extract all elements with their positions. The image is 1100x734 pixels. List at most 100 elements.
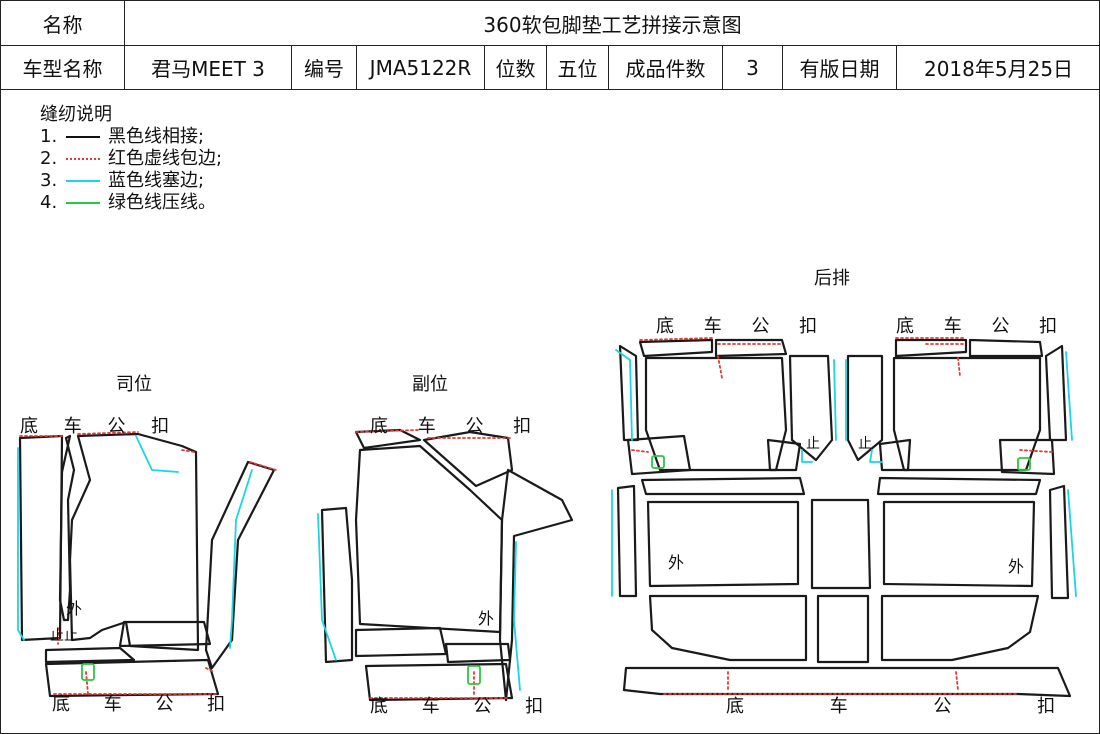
- passenger-green-press: [467, 665, 481, 685]
- rear-cyan-right-lower: [1067, 489, 1077, 597]
- legend-num: 1.: [40, 126, 58, 147]
- model-label-cell: 车型名称: [0, 45, 125, 90]
- rear-right-arch: [998, 438, 1056, 476]
- green-line-swatch: [66, 202, 100, 204]
- rear-left-top-strip: [638, 338, 714, 358]
- rear-left-side-lower: [616, 484, 638, 598]
- bottom-clip-label: 底 车 公 扣: [20, 416, 179, 437]
- rear-left-upper-panel: [644, 356, 788, 472]
- rear-center-upper-left: [788, 354, 834, 462]
- outer-label: 外: [478, 609, 494, 628]
- passenger-cyan-left: [317, 513, 337, 661]
- legend-text: 黑色线相接;: [108, 126, 205, 147]
- legend-item-black: 1. 黑色线相接;: [40, 126, 222, 148]
- rear-red-arches: [631, 449, 1053, 453]
- passenger-red-hem: [355, 429, 511, 699]
- legend-item-cyan: 3. 蓝色线塞边;: [40, 170, 222, 192]
- driver-left-strip: [58, 434, 76, 622]
- seat-value-cell: 五位: [546, 45, 609, 90]
- code-value-cell: JMA5122R: [356, 45, 485, 90]
- stop-label: 止: [858, 436, 872, 452]
- legend-text: 红色虚线包边;: [108, 148, 223, 169]
- rear-center-lower: [810, 498, 872, 590]
- date-value-cell: 2018年5月25日: [895, 45, 1100, 90]
- rear-right-top-tab: [968, 338, 1044, 358]
- date-label-cell: 有版日期: [782, 45, 897, 90]
- passenger-right-panel: [498, 468, 574, 702]
- bottom-clip-label: 底 车 公 扣: [896, 316, 1069, 337]
- driver-red-top: [19, 431, 139, 437]
- rear-right-side-lower: [1048, 484, 1070, 600]
- stop-label: 止: [64, 628, 78, 644]
- driver-cyan-top: [135, 435, 179, 473]
- bottom-clip-label: 底 车 公 扣: [370, 416, 543, 437]
- passenger-bottom-strip: [364, 662, 514, 702]
- rear-left-arch: [626, 434, 692, 476]
- rear-left-lower-panel: [646, 500, 800, 588]
- section-label-driver: 司位: [116, 374, 152, 395]
- passenger-cyan-right: [513, 541, 521, 691]
- legend-text: 蓝色线塞边;: [108, 170, 205, 191]
- driver-cyan-left: [17, 447, 25, 641]
- section-label-passenger: 副位: [412, 374, 448, 395]
- passenger-mat: [320, 428, 574, 702]
- rear-red-bottom: [663, 671, 1019, 695]
- driver-main-panel: [68, 432, 200, 652]
- passenger-lower-join: [444, 642, 512, 664]
- rear-right-top-strip: [894, 338, 968, 358]
- rear-cyan-stops: [801, 449, 883, 463]
- rear-red-left-tail: [717, 355, 961, 379]
- stop-label: 止: [50, 628, 64, 644]
- rear-red-hem: [631, 337, 1053, 695]
- red-dotted-swatch: [66, 158, 100, 160]
- legend-item-green: 4. 绿色线压线。: [40, 192, 222, 214]
- driver-cyan-tuck: [17, 435, 253, 649]
- rear-right-upper-panel: [892, 356, 1042, 472]
- rear-red-right-top: [895, 337, 967, 345]
- passenger-main-panel: [354, 444, 504, 634]
- bottom-clip-label: 底 车 公 扣: [726, 696, 1095, 717]
- spec-header-table: 名称 360软包脚垫工艺拼接示意图 车型名称 君马MEET 3 编号 JMA51…: [0, 0, 1100, 90]
- driver-green-press: [81, 663, 95, 681]
- bottom-clip-label: 底 车 公 扣: [370, 696, 557, 717]
- cyan-line-swatch: [66, 180, 100, 182]
- count-label-cell: 成品件数: [608, 45, 723, 90]
- legend-num: 3.: [40, 170, 58, 191]
- stop-label: 止: [806, 436, 820, 452]
- rear-bottom-strip: [622, 666, 1072, 698]
- rear-green-press-left: [651, 455, 665, 469]
- passenger-cyan-tuck: [317, 513, 521, 691]
- rear-green-press-right: [1017, 457, 1031, 471]
- rear-left-hump-join: [766, 438, 802, 472]
- rear-right-side-upper: [1044, 344, 1068, 442]
- rear-right-floor: [880, 594, 1040, 662]
- legend-title: 缝纫说明: [40, 104, 112, 125]
- passenger-red-top: [355, 429, 511, 439]
- rear-right-hump-join: [878, 438, 912, 472]
- rear-left-top-tab: [714, 338, 788, 358]
- rear-cyan-center: [833, 359, 847, 441]
- driver-red-bottom: [53, 667, 217, 695]
- driver-bottom-strip: [44, 658, 220, 698]
- legend-num: 2.: [40, 148, 58, 169]
- legend-item-red: 2. 红色虚线包边;: [40, 148, 222, 170]
- rear-center-upper-right: [846, 354, 884, 462]
- outer-label: 外: [668, 553, 684, 572]
- driver-red-stop: [57, 627, 89, 695]
- rear-left-mid-strip: [640, 476, 806, 496]
- diagram-title: 360软包脚垫工艺拼接示意图: [123, 0, 1100, 46]
- seat-label-cell: 位数: [484, 45, 547, 90]
- rear-cyan-right-upper: [1065, 351, 1073, 441]
- rear-cyan-tuck: [611, 349, 1077, 597]
- passenger-top-right: [422, 430, 514, 488]
- bottom-clip-label: 底 车 公 扣: [656, 316, 829, 337]
- model-value-cell: 君马MEET 3: [124, 45, 292, 90]
- rear-right-mid-strip: [876, 476, 1042, 496]
- code-label-cell: 编号: [291, 45, 357, 90]
- sewing-legend: 缝纫说明 1. 黑色线相接; 2. 红色虚线包边; 3. 蓝色线塞边; 4. 绿…: [40, 104, 222, 214]
- driver-red-topright: [181, 449, 277, 471]
- rear-mat: [616, 338, 1072, 698]
- rear-left-floor: [648, 594, 808, 662]
- section-label-rear: 后排: [814, 268, 850, 289]
